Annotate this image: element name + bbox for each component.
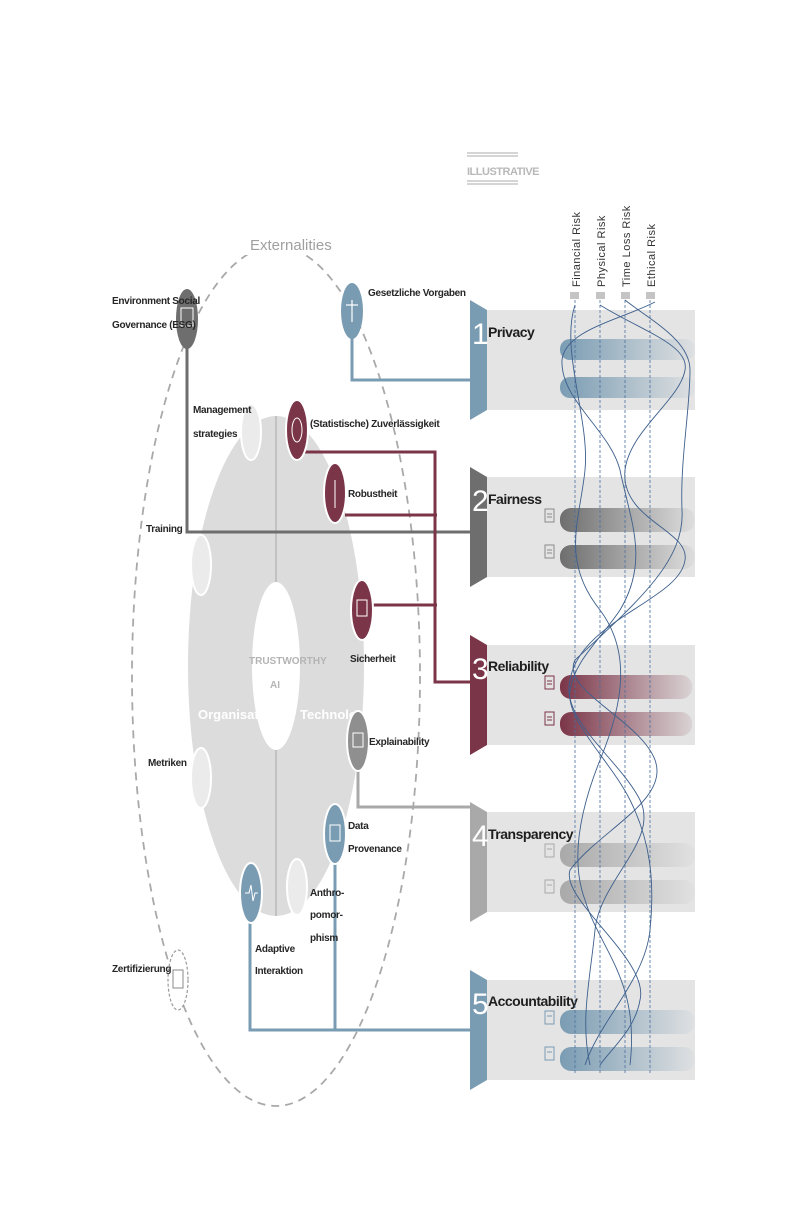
risk-bar [560, 1010, 695, 1034]
category-number: 5 [472, 988, 489, 1021]
adaptive-label: Interaktion [255, 966, 303, 977]
explainability-icon [346, 710, 370, 772]
ring-center [252, 582, 300, 750]
node-anthropomorphism[interactable]: Anthro- pomor- phism [286, 858, 344, 944]
metrics-icon [190, 747, 212, 809]
anthro-label: phism [310, 933, 338, 944]
clipboard-icon [544, 508, 555, 523]
management-icon [240, 403, 262, 461]
risk-bar [560, 880, 695, 904]
adaptive-label: Adaptive [255, 944, 296, 955]
node-data-provenance[interactable]: Data Provenance [323, 803, 403, 865]
risk-marker [596, 292, 605, 299]
node-adaptive-interaktion[interactable]: Adaptive Interaktion [239, 862, 303, 977]
clipboard-icon [544, 711, 555, 726]
risk-time-loss: Time Loss Risk [621, 205, 633, 287]
clipboard-icon [544, 1010, 555, 1025]
risk-marker [646, 292, 655, 299]
category-panel-transparency: 4 Transparency [470, 802, 695, 922]
category-number: 1 [472, 318, 489, 351]
center-title: TRUSTWORTHY [249, 656, 327, 667]
management-label: Management [193, 405, 252, 416]
node-zertifizierung[interactable]: Zertifizierung [112, 949, 189, 1011]
clipboard-icon [544, 843, 555, 858]
risk-bar [560, 1047, 695, 1071]
sicherheit-label: Sicherheit [350, 654, 396, 665]
category-number: 3 [472, 653, 489, 686]
robustheit-label: Robustheit [348, 489, 398, 500]
esg-icon [176, 289, 198, 349]
category-number: 2 [472, 485, 489, 518]
target-icon [285, 399, 309, 461]
node-training[interactable]: Training [146, 524, 212, 596]
risk-connectors [561, 299, 691, 1066]
node-esg[interactable]: Environment Social Governance (ESG) [112, 289, 201, 349]
esg-label: Governance (ESG) [112, 320, 196, 331]
connector-lines [185, 338, 470, 1032]
clipboard-icon [544, 544, 555, 559]
category-label: Privacy [488, 324, 535, 340]
clipboard-icon [544, 675, 555, 690]
externalities-label: Externalities [250, 237, 332, 254]
castle-icon [350, 579, 374, 641]
node-robustheit[interactable]: Robustheit [323, 462, 398, 524]
category-panel-privacy: 1 Privacy [470, 300, 695, 420]
category-panel-fairness: 2 Fairness [470, 467, 695, 587]
illustrative-label: ILLUSTRATIVE [467, 166, 539, 178]
clipboard-icon [544, 1046, 555, 1061]
esg-label: Environment Social [112, 296, 200, 307]
certificate-icon [167, 949, 189, 1011]
training-label: Training [146, 524, 183, 535]
center-subtitle: AI [270, 680, 280, 691]
gesetz-label: Gesetzliche Vorgaben [368, 288, 466, 299]
category-panel-accountability: 5 Accountability [470, 970, 695, 1090]
externalities-boundary [131, 245, 421, 1107]
category-label: Transparency [488, 826, 574, 842]
zertifizierung-label: Zertifizierung [112, 964, 171, 975]
risk-bar [560, 339, 695, 360]
risk-headers: Financial Risk Physical Risk Time Loss R… [570, 205, 658, 299]
node-gesetzliche-vorgaben[interactable]: Gesetzliche Vorgaben [341, 283, 466, 339]
zuverlaessigkeit-label: (Statistische) Zuverlässigkeit [310, 419, 440, 430]
node-sicherheit[interactable]: Sicherheit [350, 579, 397, 665]
provenance-label: Provenance [348, 844, 402, 855]
segment-organisation: Organisation [198, 707, 278, 722]
risk-financial: Financial Risk [571, 212, 583, 287]
anthro-label: pomor- [310, 910, 343, 921]
risk-marker [570, 292, 579, 299]
training-icon [190, 534, 212, 596]
risk-physical: Physical Risk [596, 215, 608, 287]
risk-ethical: Ethical Risk [646, 224, 658, 287]
illustrative-stamp: ILLUSTRATIVE [467, 152, 540, 185]
node-explainability[interactable]: Explainability [346, 710, 430, 772]
risk-bar [560, 843, 695, 867]
risk-bar [560, 508, 695, 532]
category-number: 4 [472, 820, 489, 853]
externalities-label-bg [245, 233, 307, 255]
node-zuverlaessigkeit[interactable]: (Statistische) Zuverlässigkeit [285, 399, 441, 461]
document-icon [323, 803, 347, 865]
category-label: Accountability [488, 993, 578, 1009]
management-label: strategies [193, 429, 238, 440]
person-icon [286, 858, 308, 916]
category-label: Reliability [488, 658, 549, 674]
risk-bar [560, 545, 695, 569]
risk-marker [621, 292, 630, 299]
explainability-label: Explainability [369, 737, 430, 748]
metriken-label: Metriken [148, 758, 187, 769]
pulse-icon [239, 862, 263, 924]
node-metriken[interactable]: Metriken [148, 747, 212, 809]
risk-guides [574, 300, 651, 1075]
risk-bar [560, 377, 695, 398]
provenance-label: Data [348, 821, 369, 832]
category-label: Fairness [488, 491, 542, 507]
node-management[interactable]: Management strategies [193, 403, 262, 461]
clipboard-icon [544, 879, 555, 894]
risk-bar [560, 675, 692, 699]
anthro-label: Anthro- [310, 888, 344, 899]
